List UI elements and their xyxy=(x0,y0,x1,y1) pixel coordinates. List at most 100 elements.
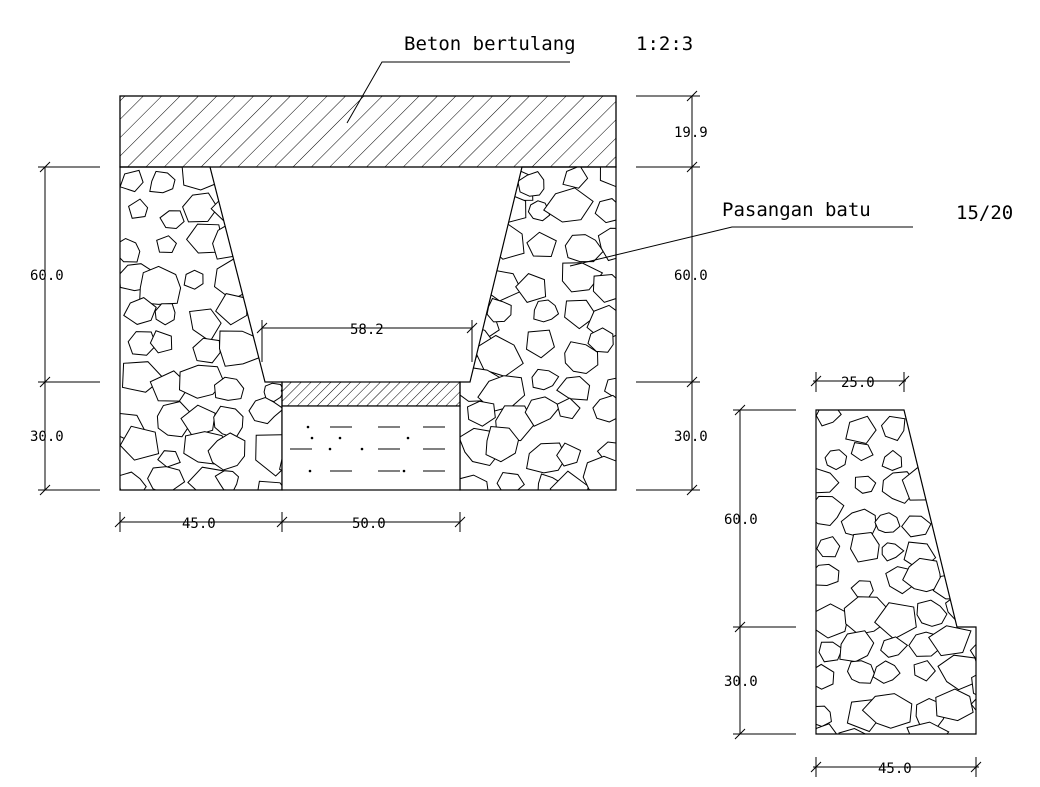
masonry-stone xyxy=(952,737,973,757)
masonry-stone xyxy=(154,303,176,326)
masonry-stone xyxy=(213,376,245,401)
masonry-stone xyxy=(975,466,976,501)
masonry-stone xyxy=(120,471,147,490)
masonry-stone xyxy=(128,198,149,219)
masonry-stone xyxy=(816,536,841,558)
masonry-stone xyxy=(970,544,976,567)
masonry-stone xyxy=(120,425,160,461)
detail-top-dimension: 25.0 xyxy=(810,372,910,392)
masonry-stone xyxy=(215,293,248,326)
masonry-stone xyxy=(913,660,936,682)
masonry-stone xyxy=(460,172,478,195)
masonry-stone xyxy=(207,432,246,471)
concrete-slab xyxy=(119,95,617,168)
masonry-stone xyxy=(485,425,520,463)
masonry-stone xyxy=(909,410,945,438)
detail-height-lower: 30.0 xyxy=(724,674,758,690)
masonry-stone xyxy=(845,415,877,445)
masonry-stone xyxy=(192,337,221,364)
masonry-stone xyxy=(248,268,277,295)
masonry-stone xyxy=(880,415,906,442)
masonry-stone xyxy=(180,404,216,438)
masonry-stone xyxy=(496,471,525,490)
masonry-stone xyxy=(971,726,976,734)
masonry-stone xyxy=(189,308,222,343)
masonry-stone xyxy=(927,625,972,657)
masonry-stone xyxy=(564,341,599,375)
masonry-stone xyxy=(917,438,942,459)
masonry-stone xyxy=(839,630,875,663)
masonry-stone xyxy=(525,329,555,359)
masonry-stone xyxy=(846,660,875,684)
masonry-stone xyxy=(255,434,282,477)
concrete-ratio: 1:2:3 xyxy=(636,33,693,55)
masonry-stone xyxy=(159,210,185,230)
masonry-stone xyxy=(296,237,320,255)
masonry-stone xyxy=(947,447,976,480)
masonry-stone xyxy=(564,234,604,263)
masonry-stone xyxy=(816,563,840,587)
masonry-stone xyxy=(824,449,848,471)
masonry-stone xyxy=(818,641,843,663)
masonry-stone xyxy=(881,449,903,471)
masonry-stone xyxy=(147,466,186,490)
masonry-stone xyxy=(477,375,526,412)
masonry-stone xyxy=(592,394,616,423)
masonry-stone xyxy=(218,330,263,367)
base-width: 50.0 xyxy=(352,516,386,532)
masonry-stone xyxy=(594,198,616,224)
masonry-stone xyxy=(906,721,950,734)
masonry-stone xyxy=(295,337,328,363)
masonry-stone xyxy=(210,195,241,222)
masonry-label: Pasangan batu xyxy=(722,199,871,221)
masonry-stone xyxy=(213,405,244,439)
masonry-stone xyxy=(531,368,560,391)
masonry-stone xyxy=(290,274,320,298)
masonry-stone xyxy=(816,723,837,734)
masonry-stone xyxy=(935,688,974,722)
masonry-stone xyxy=(946,467,971,491)
masonry-stone xyxy=(120,237,141,263)
masonry-stone xyxy=(880,636,909,658)
masonry-stone xyxy=(872,660,901,684)
masonry-stone xyxy=(816,663,835,690)
right-masonry-wall xyxy=(459,166,617,491)
masonry-stone xyxy=(527,200,551,222)
masonry-stone xyxy=(871,737,900,760)
masonry-stone xyxy=(949,500,973,527)
detail-base-dimension: 45.0 xyxy=(810,757,982,777)
masonry-stone xyxy=(604,376,616,399)
masonry-stone xyxy=(214,470,240,490)
masonry-ratio: 15/20 xyxy=(956,202,1013,224)
masonry-stone xyxy=(816,410,842,427)
masonry-stone xyxy=(556,442,582,467)
masonry-stone xyxy=(157,450,181,468)
masonry-stone xyxy=(526,231,557,258)
masonry-stone xyxy=(816,495,845,527)
masonry-stone xyxy=(461,189,494,222)
masonry-stone xyxy=(561,262,604,293)
masonry-stone xyxy=(149,330,173,354)
left-wall-width: 45.0 xyxy=(182,516,216,532)
masonry-stone xyxy=(874,602,917,640)
masonry-stone xyxy=(556,375,591,401)
masonry-stone xyxy=(466,400,496,427)
masonry-stone xyxy=(874,512,901,534)
right-vertical-dimension: 19.9 60.0 30.0 xyxy=(636,90,708,496)
masonry-stone xyxy=(120,169,144,193)
masonry-stone xyxy=(468,274,493,293)
masonry-stone xyxy=(290,199,323,226)
masonry-stone xyxy=(937,654,976,691)
detail-height-upper: 60.0 xyxy=(724,512,758,528)
masonry-stone xyxy=(543,187,594,223)
masonry-stone xyxy=(156,235,178,254)
channel-width-dimension: 58.2 xyxy=(256,320,478,362)
masonry-stone xyxy=(517,171,545,197)
detail-masonry-wall xyxy=(815,409,977,760)
masonry-stone xyxy=(861,693,913,729)
right-height-lower: 30.0 xyxy=(674,429,708,445)
masonry-stone xyxy=(213,257,254,301)
masonry-stone xyxy=(257,200,282,232)
masonry-stone xyxy=(854,475,877,494)
